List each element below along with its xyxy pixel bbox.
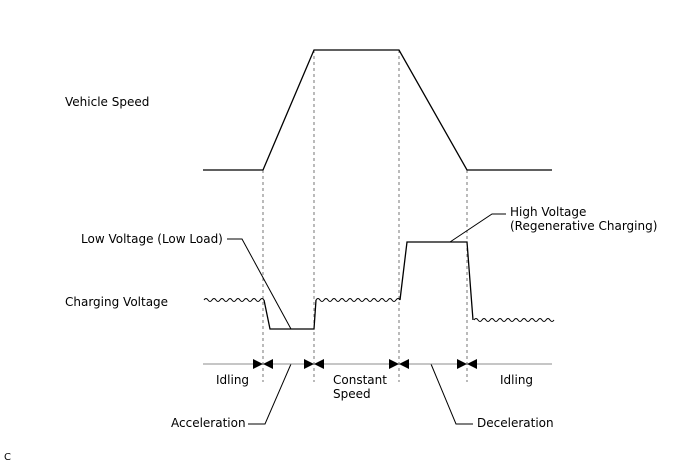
arrowhead — [253, 359, 263, 369]
voltage-rise-deceleration — [399, 241, 474, 321]
voltage-ripple-idle-end — [473, 318, 555, 322]
arrowhead — [399, 359, 409, 369]
arrowhead — [304, 359, 314, 369]
leader-deceleration — [430, 363, 473, 425]
label-idling-start: Idling — [216, 373, 249, 387]
vehicle-speed-trace — [203, 49, 552, 171]
leader-low-voltage — [227, 238, 292, 330]
phase-guides — [262, 50, 468, 382]
leader-high-voltage — [449, 213, 506, 243]
label-speed: Speed — [333, 387, 371, 401]
charging-voltage-trace — [203, 241, 555, 330]
figure-id: C — [4, 452, 11, 463]
label-deceleration: Deceleration — [477, 416, 554, 430]
arrowhead — [389, 359, 399, 369]
leader-acceleration — [248, 363, 292, 425]
label-low-voltage: Low Voltage (Low Load) — [81, 232, 223, 246]
label-high-voltage: High Voltage — [510, 205, 586, 219]
voltage-ripple-idle-start — [203, 298, 265, 302]
label-acceleration: Acceleration — [171, 416, 246, 430]
label-constant: Constant — [333, 373, 387, 387]
arrowhead — [467, 359, 477, 369]
arrowhead — [457, 359, 467, 369]
label-charging-voltage: Charging Voltage — [65, 295, 168, 309]
arrowhead — [263, 359, 273, 369]
arrowhead — [314, 359, 324, 369]
label-vehicle-speed: Vehicle Speed — [65, 95, 149, 109]
voltage-ripple-constant-speed — [315, 298, 401, 302]
phase-arrowheads — [253, 359, 477, 369]
voltage-drop-acceleration — [263, 299, 317, 330]
label-idling-end: Idling — [500, 373, 533, 387]
label-regenerative-charging: (Regenerative Charging) — [510, 219, 657, 233]
